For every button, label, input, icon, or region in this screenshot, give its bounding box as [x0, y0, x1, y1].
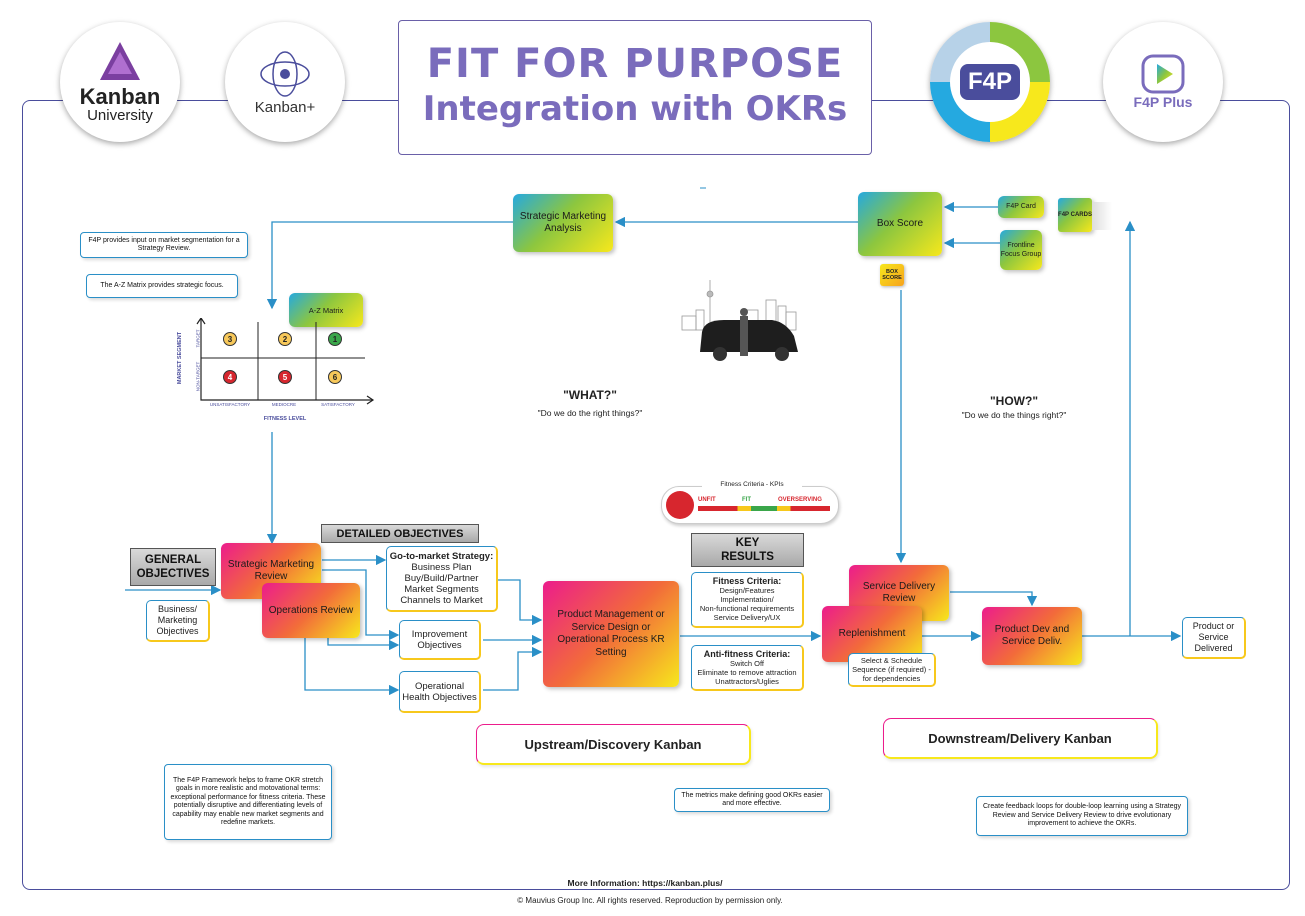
anti-fitness-item: Eliminate to remove attraction [697, 667, 797, 677]
page-subtitle: Integration with OKRs [422, 89, 848, 129]
matrix-xtick-unsatisfactory: UNSATISFACTORY [209, 402, 251, 407]
f4p-card-box: F4P Card [998, 196, 1044, 218]
anti-fitness-box: Anti-fitness Criteria: Switch Off Elimin… [691, 645, 804, 691]
f4p-plus-logo: F4P Plus [1103, 22, 1223, 142]
kanban-plus-logo: Kanban+ [225, 22, 345, 142]
general-objectives-line1: GENERAL [144, 554, 202, 566]
matrix-ytick-nontarget: NON-TARGET [195, 361, 201, 392]
matrix-ylabel: MARKET SEGMENT [177, 331, 183, 385]
box-score-box: Box Score [858, 192, 942, 256]
gtm-item: Market Segments [404, 584, 479, 595]
operational-health-box: Operational Health Objectives [399, 671, 481, 713]
logo-text-kanban: Kanban [79, 84, 161, 109]
fitness-criteria-box: Fitness Criteria: Design/Features Implem… [691, 572, 804, 628]
fitness-criteria-item: Design/Features [719, 586, 775, 595]
strategic-marketing-analysis-box: Strategic Marketing Analysis [513, 194, 613, 252]
kanban-plus-icon [260, 50, 310, 97]
kanban-university-logo: Kanban University [60, 22, 180, 142]
logo-text-f4p-plus: F4P Plus [1133, 94, 1193, 110]
fitness-criteria-item: Service Delivery/UX [713, 613, 781, 622]
product-dev-box: Product Dev and Service Deliv. [982, 607, 1082, 665]
general-objectives-box: GENERAL OBJECTIVES [130, 548, 216, 586]
matrix-xtick-satisfactory: SATISFACTORY [321, 402, 355, 407]
key-results-line2: RESULTS [721, 551, 774, 563]
box-score-icon: BOX SCORE [880, 264, 904, 286]
footer-copyright: © Mauvius Group Inc. All rights reserved… [517, 896, 783, 905]
downstream-kanban-label: Downstream/Delivery Kanban [883, 718, 1158, 759]
frontline-focus-group-box: Frontline Focus Group [1000, 230, 1042, 270]
cards-stack-icon [1092, 202, 1112, 230]
operations-review-box: Operations Review [262, 583, 360, 638]
logo-text-kanban-plus: Kanban+ [254, 98, 316, 116]
kpi-label-unfit: UNFIT [698, 497, 716, 503]
matrix-cell-5: 5 [278, 370, 292, 384]
note-metrics: The metrics make defining good OKRs easi… [674, 788, 830, 812]
logo-text-f4p: F4P [959, 64, 1020, 100]
city-taxi-illustration [681, 280, 798, 361]
note-feedback: Create feedback loops for double-loop le… [976, 796, 1188, 836]
kpi-label-fit: FIT [742, 497, 751, 503]
gauge-icon [666, 491, 694, 519]
matrix-xtick-mediocre: MEDIOCRE [271, 402, 297, 407]
f4p-logo: F4P [930, 22, 1050, 142]
detailed-objectives-box: DETAILED OBJECTIVES [321, 524, 479, 543]
gtm-item: Business Plan [411, 562, 472, 573]
key-results-line1: KEY [735, 537, 760, 549]
gtm-item: Channels to Market [400, 595, 483, 606]
matrix-cell-3: 3 [223, 332, 237, 346]
matrix-cell-1: 1 [328, 332, 342, 346]
fitness-criteria-title: Fitness Criteria: [712, 576, 782, 586]
logo-text-university: University [87, 107, 153, 124]
note-framework: The F4P Framework helps to frame OKR str… [164, 764, 332, 840]
play-icon [1141, 54, 1185, 94]
gtm-strategy-box: Go-to-market Strategy: Business Plan Buy… [386, 546, 498, 612]
kpi-title: Fitness Criteria - KPIs [702, 481, 802, 488]
matrix-xlabel: FITNESS LEVEL [263, 416, 307, 422]
az-matrix-box: A-Z Matrix [289, 293, 363, 327]
gtm-item: Buy/Build/Partner [404, 573, 479, 584]
anti-fitness-item: Switch Off [729, 658, 765, 668]
matrix-ytick-target: TARGET [195, 329, 201, 348]
what-subtext: "Do we do the right things?" [537, 408, 643, 418]
anti-fitness-item: Unattractors/Uglies [715, 676, 779, 686]
fitness-criteria-item: Implementation/ [720, 595, 774, 604]
general-objectives-line2: OBJECTIVES [136, 568, 210, 580]
what-question: "WHAT?" [563, 388, 617, 402]
footer-info: More Information: https://kanban.plus/ [567, 878, 723, 888]
upstream-kanban-label: Upstream/Discovery Kanban [476, 724, 751, 765]
key-results-box: KEY RESULTS [691, 533, 804, 567]
fitness-criteria-item: Non-functional requirements [699, 604, 795, 613]
business-objectives-box: Business/ Marketing Objectives [146, 600, 210, 642]
matrix-cell-4: 4 [223, 370, 237, 384]
matrix-cell-2: 2 [278, 332, 292, 346]
select-schedule-box: Select & Schedule Sequence (if required)… [848, 653, 936, 687]
note-az-focus: The A-Z Matrix provides strategic focus. [86, 274, 238, 298]
product-delivered-box: Product or Service Delivered [1182, 617, 1246, 659]
kpi-label-overserving: OVERSERVING [778, 497, 822, 503]
how-subtext: "Do we do the things right?" [961, 410, 1067, 420]
kpi-gauge: Fitness Criteria - KPIs UNFIT FIT OVERSE… [661, 481, 839, 524]
title-box: FIT FOR PURPOSE Integration with OKRs [398, 20, 872, 155]
az-matrix-grid [196, 318, 375, 405]
kanban-university-icon [100, 42, 140, 80]
page-title: FIT FOR PURPOSE [426, 41, 844, 87]
kpi-bar [698, 506, 830, 511]
product-management-box: Product Management or Service Design or … [543, 581, 679, 687]
matrix-cell-6: 6 [328, 370, 342, 384]
replenishment-box: Replenishment [822, 606, 922, 662]
gtm-title: Go-to-market Strategy: [389, 551, 494, 562]
note-segmentation: F4P provides input on market segmentatio… [80, 232, 248, 258]
improvement-objectives-box: Improvement Objectives [399, 620, 481, 660]
arrow-analysis-to-matrix [266, 221, 513, 310]
how-question: "HOW?" [989, 394, 1039, 408]
anti-fitness-title: Anti-fitness Criteria: [703, 648, 791, 659]
f4p-cards-icon: F4P CARDS [1058, 198, 1092, 232]
